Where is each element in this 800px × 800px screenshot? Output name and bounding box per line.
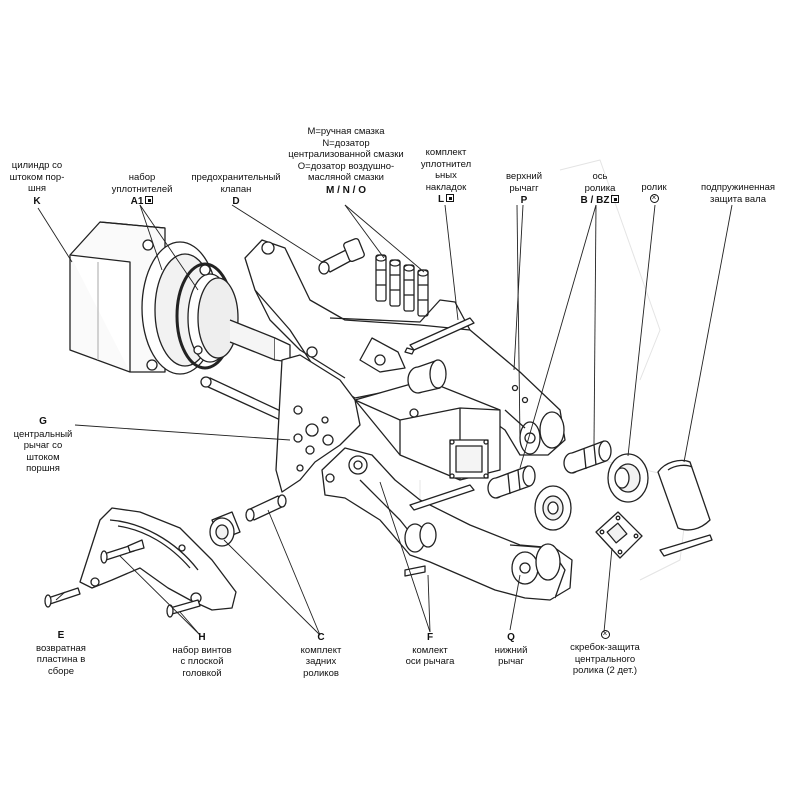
central-lever — [275, 354, 361, 493]
circle-x-icon — [649, 192, 659, 203]
kit-square-icon — [611, 195, 620, 204]
label-roller-axle-B: ось ролика B / BZ — [570, 171, 630, 207]
label-scraper-guard: скребок-защита центрального ролика (2 де… — [560, 628, 650, 677]
roller — [534, 453, 649, 531]
label-seal-plates-L: комплект уплотнител ьных накладок L — [420, 147, 472, 205]
kit-square-icon — [145, 196, 154, 205]
label-seal-kit-A1: набор уплотнителей A1 — [111, 172, 173, 207]
upper-pin-roller — [407, 359, 447, 418]
spring-shaft-guard — [657, 459, 713, 557]
central-block — [354, 379, 501, 481]
label-lubrication-MNO: M=ручная смазка N=дозатор централизованн… — [288, 126, 404, 196]
sealing-plates — [404, 317, 475, 577]
circle-x-icon — [600, 628, 610, 639]
label-screw-set-H: H набор винтов с плоской головкой — [172, 632, 232, 679]
roller-axle — [487, 440, 612, 499]
leader-lines — [37, 204, 733, 636]
safety-valve — [318, 237, 365, 275]
label-return-plate-E: E возвратная пластина в сборе — [36, 630, 86, 677]
scraper-plate — [595, 511, 643, 559]
cylinder-with-piston-rod — [69, 221, 301, 429]
lower-lever — [321, 447, 573, 601]
label-central-lever-G: G центральный рычаг со штоком поршня — [13, 416, 73, 474]
kit-square-icon — [446, 194, 455, 203]
label-lever-axle-F: F комлект оси рычага — [405, 632, 455, 667]
rear-rollers — [209, 494, 287, 547]
label-cylinder-K: цилиндр со штоком пор- шня K — [9, 160, 65, 207]
label-safety-valve-D: предохранительный клапан D — [191, 172, 281, 207]
lubrication-dispensers — [375, 254, 429, 317]
return-plate — [79, 507, 237, 611]
label-roller: ролик — [634, 182, 674, 204]
label-spring-shaft-guard: подпружиненная защита вала — [700, 182, 776, 205]
label-rear-rollers-C: C комплект задних роликов — [300, 632, 342, 679]
label-upper-lever-P: верхний рычагг P — [505, 171, 542, 206]
label-lower-lever-Q: Q нижний рычаг — [494, 632, 528, 667]
